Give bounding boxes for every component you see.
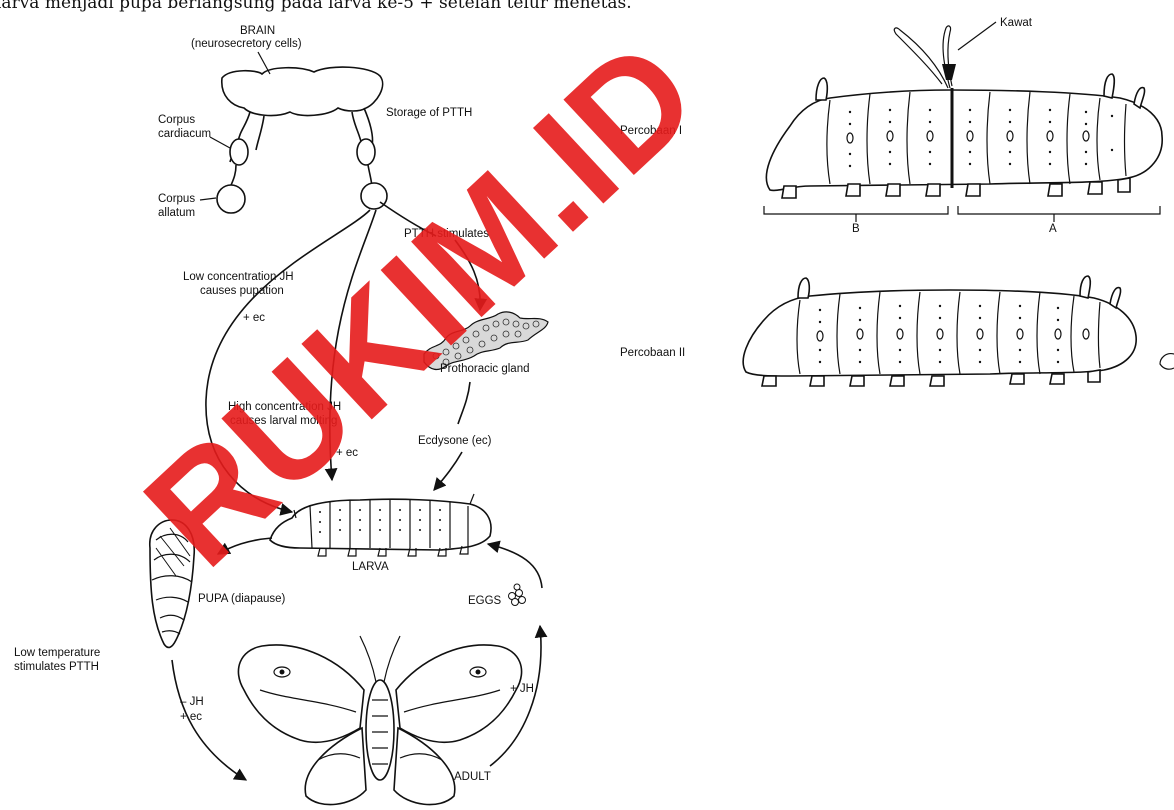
corpus-allatum-left: [217, 185, 245, 213]
storage-ptth-label: Storage of PTTH: [386, 107, 472, 119]
corpus-cardiacum-left: [230, 139, 248, 165]
section-b-label: B: [852, 223, 860, 235]
caterpillar-experiment-2: [743, 276, 1174, 386]
larva-label: LARVA: [352, 561, 389, 573]
eggs-illustration: [509, 584, 526, 606]
low-temp-label-1: Low temperature: [14, 647, 100, 659]
eggs-label: EGGS: [468, 595, 502, 607]
plus-jh-label: + JH: [510, 683, 534, 695]
experiment-2-label: Percobaan II: [620, 347, 685, 359]
low-temp-label-2: stimulates PTTH: [14, 661, 99, 673]
brain-sub-label: (neurosecretory cells): [191, 38, 302, 50]
ecdysone-label: Ecdysone (ec): [418, 435, 492, 447]
minus-jh-label: – JH: [180, 696, 204, 708]
wire-label: Kawat: [1000, 17, 1033, 29]
corpus-cardiacum-right: [357, 139, 375, 165]
section-a-label: A: [1049, 223, 1057, 235]
plus-ec-label-1: + ec: [243, 312, 265, 324]
intro-text: larva menjadi pupa berlangsung pada larv…: [0, 0, 632, 13]
corpus-allatum-label-1: Corpus: [158, 193, 195, 205]
brain-shape: [222, 67, 383, 115]
corpus-allatum-label-2: allatum: [158, 207, 195, 219]
corpus-cardiacum-label-2: cardiacum: [158, 128, 211, 140]
corpus-cardiacum-label-1: Corpus: [158, 114, 195, 126]
adult-label: ADULT: [454, 771, 491, 783]
low-jh-label-1: Low concentration JH: [183, 271, 294, 283]
pupa-label: PUPA (diapause): [198, 593, 286, 605]
plus-ec-label-3: + ec: [180, 711, 202, 723]
brain-label: BRAIN: [240, 25, 275, 37]
ligation-experiment: Kawat: [620, 17, 1174, 386]
caterpillar-experiment-1: [766, 74, 1162, 198]
low-jh-label-2: causes pupation: [200, 285, 284, 297]
